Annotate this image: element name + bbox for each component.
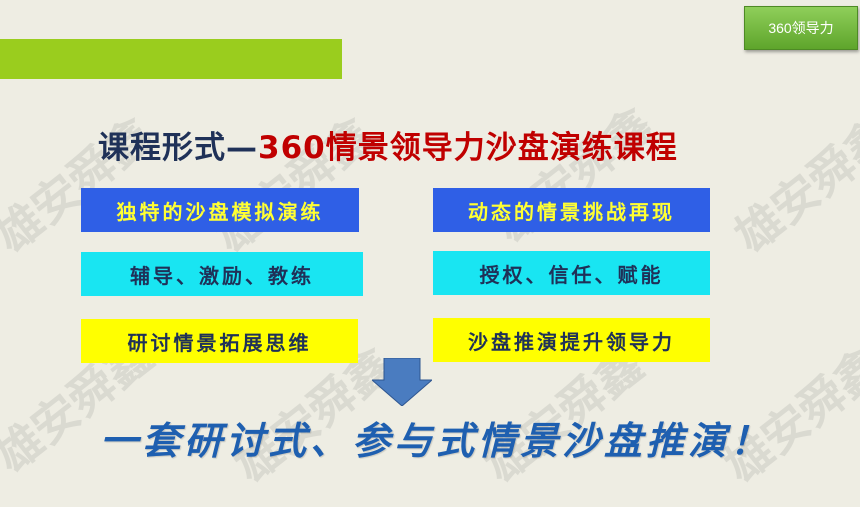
title-main: 360情景领导力沙盘演练课程 bbox=[258, 130, 678, 166]
feature-box-3: 研讨情景拓展思维 bbox=[81, 319, 358, 363]
title-prefix: 课程形式— bbox=[98, 130, 258, 166]
feature-box-4: 动态的情景挑战再现 bbox=[433, 188, 710, 232]
feature-box-2: 辅导、激励、教练 bbox=[81, 252, 363, 296]
brand-badge: 360领导力 bbox=[744, 6, 858, 50]
accent-bar bbox=[0, 39, 342, 79]
page-title: 课程形式—360情景领导力沙盘演练课程 bbox=[98, 122, 678, 167]
feature-box-1: 独特的沙盘模拟演练 bbox=[81, 188, 359, 232]
feature-box-6: 沙盘推演提升领导力 bbox=[433, 318, 710, 362]
watermark: 雄安舜鑫 bbox=[724, 107, 860, 264]
feature-box-5: 授权、信任、赋能 bbox=[433, 251, 710, 295]
slogan: 一套研讨式、参与式情景沙盘推演！ bbox=[100, 418, 773, 463]
down-arrow-icon bbox=[372, 358, 432, 406]
